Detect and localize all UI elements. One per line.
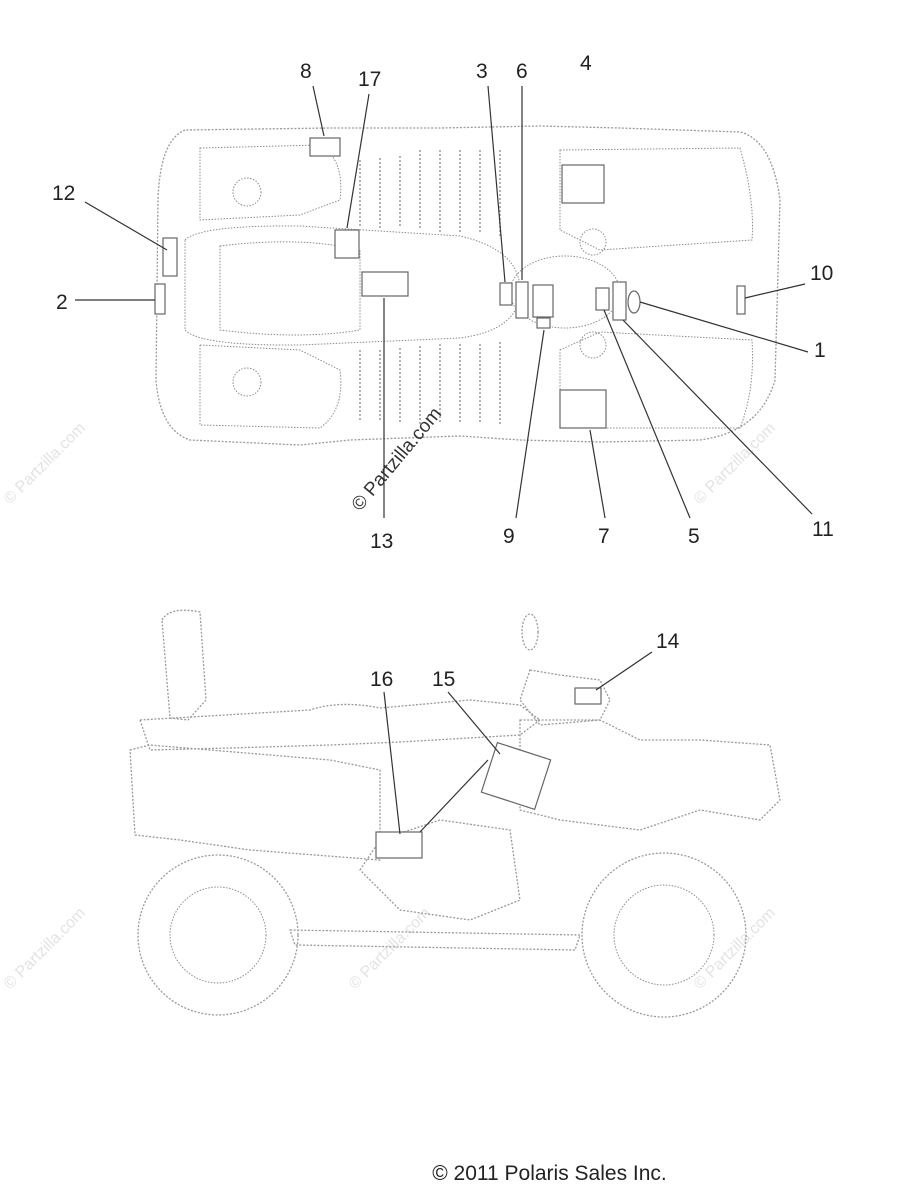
decal-8 <box>309 137 341 157</box>
watermark-group: © Partzilla.com © Partzilla.com © Partzi… <box>1 420 779 993</box>
decal-13 <box>361 271 409 297</box>
watermark: © Partzilla.com <box>346 905 434 993</box>
callout-4: 4 <box>580 52 592 75</box>
callout-13: 13 <box>370 530 393 553</box>
callout-6: 6 <box>516 60 528 83</box>
decal-12 <box>162 237 178 277</box>
callout-7: 7 <box>598 525 610 548</box>
callout-11: 11 <box>812 518 834 541</box>
decal-14 <box>574 687 602 705</box>
callout-15: 15 <box>432 668 455 691</box>
decal-4 <box>561 164 605 204</box>
decal-15 <box>480 741 552 811</box>
decal-7 <box>559 389 607 429</box>
callout-3: 3 <box>476 60 488 83</box>
mirror <box>521 613 539 651</box>
decal-16 <box>375 831 423 859</box>
decal-2 <box>154 283 166 315</box>
atv-side-view: 14 15 16 <box>129 609 781 1018</box>
callout-16: 16 <box>370 668 393 691</box>
watermark: © Partzilla.com <box>1 420 89 508</box>
decal-17 <box>334 229 360 259</box>
decal-6 <box>515 281 529 319</box>
callout-1: 1 <box>814 339 826 362</box>
watermark: © Partzilla.com <box>1 905 89 993</box>
copyright-notice: © 2011 Polaris Sales Inc. <box>432 1162 667 1185</box>
callout-8: 8 <box>300 60 312 83</box>
callout-17: 17 <box>358 68 381 91</box>
callout-14: 14 <box>656 630 680 653</box>
decal-11 <box>612 281 627 321</box>
decal-3 <box>499 282 513 306</box>
watermark: © Partzilla.com <box>691 420 779 508</box>
watermark: © Partzilla.com <box>691 905 779 993</box>
callout-5: 5 <box>688 525 700 548</box>
rear-wheel <box>137 854 299 1016</box>
decal-9-frame <box>532 284 554 318</box>
decal-9 <box>536 317 551 329</box>
decal-5 <box>595 287 610 311</box>
callout-9: 9 <box>503 525 515 548</box>
decal-10 <box>736 285 746 315</box>
front-wheel <box>581 852 747 1018</box>
passenger-backrest <box>161 609 207 721</box>
leader-lines-top <box>75 85 813 519</box>
callout-10: 10 <box>810 262 833 285</box>
callout-12: 12 <box>52 182 75 205</box>
footrest-hatching <box>359 150 501 424</box>
callout-2: 2 <box>56 291 68 314</box>
watermark-center: © Partzilla.com <box>348 404 446 516</box>
decal-1 <box>627 290 641 314</box>
